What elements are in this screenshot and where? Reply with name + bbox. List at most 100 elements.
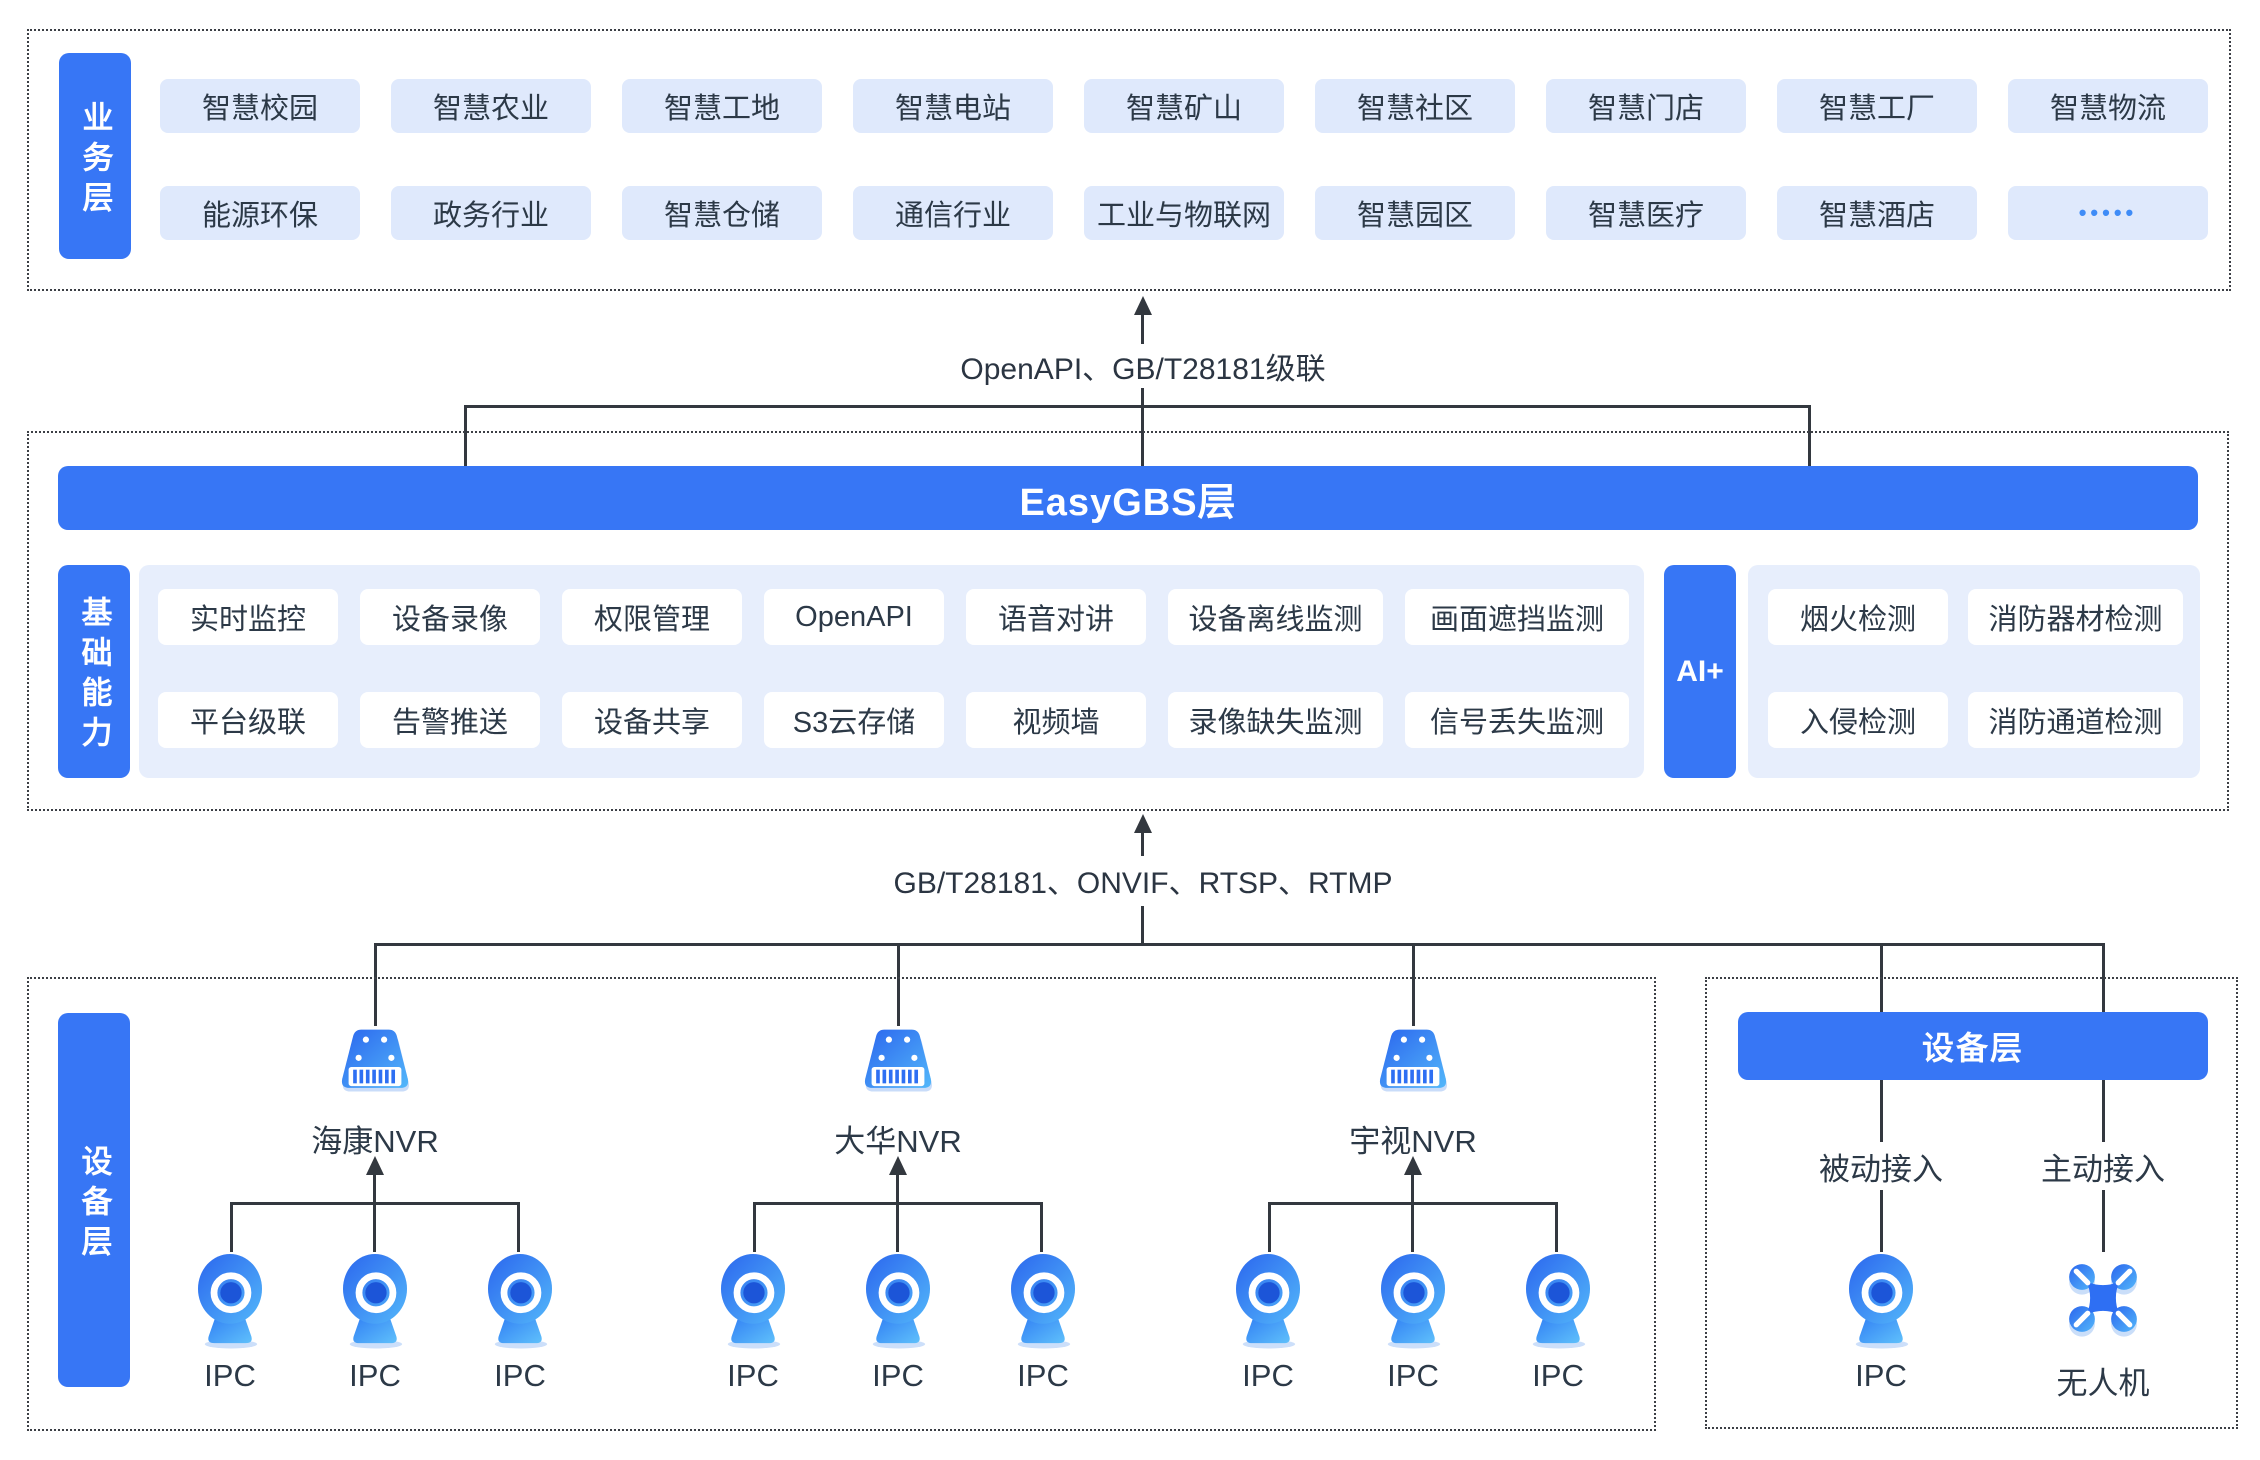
business-item: 智慧工厂 [1777,79,1977,133]
connector-line [1141,832,1144,856]
capability-label-bar: 基础能力 [58,565,130,778]
arrow-to-easygbs-layer [1134,814,1152,833]
ipc-label: IPC [494,1358,546,1393]
connector-line [1141,388,1144,466]
connector-line [896,1174,899,1252]
ai-row: 烟火检测 消防器材检测 [1768,589,2183,645]
device-layer-label: 设备层 [76,1144,112,1265]
access-panel-title: 设备层 [1921,1030,2024,1066]
access-device-label: 无人机 [2056,1366,2150,1401]
access-panel-title-bar: 设备层 [1738,1012,2208,1080]
business-item: 智慧电站 [853,79,1053,133]
connector-line [374,943,377,1026]
arrow-to-nvr [1404,1156,1422,1175]
connector-line [753,1202,756,1252]
connector-line [1880,1190,1883,1252]
connector-line [1555,1202,1558,1252]
ipc-label: IPC [1017,1358,1069,1393]
capability-item: 实时监控 [158,589,338,645]
business-item: 智慧矿山 [1084,79,1284,133]
business-link-label: OpenAPI、GB/T28181级联 [946,344,1340,388]
access-panel-box [1705,977,2238,1429]
capability-row: 平台级联 告警推送 设备共享 S3云存储 视频墙 录像缺失监测 信号丢失监测 [158,692,1629,748]
connector-line [1268,1202,1271,1252]
connector-line [897,943,900,1026]
business-item: 政务行业 [391,186,591,240]
business-item: 能源环保 [160,186,360,240]
business-item: 智慧工地 [622,79,822,133]
business-item: 智慧社区 [1315,79,1515,133]
connector-line [1268,1202,1558,1205]
connector-line [2102,1190,2105,1252]
business-item: 智慧酒店 [1777,186,1977,240]
capability-item: 设备共享 [562,692,742,748]
business-item: 智慧门店 [1546,79,1746,133]
ipc-camera-icon [1844,1252,1918,1349]
connector-line [464,405,467,466]
drone-icon [2061,1256,2145,1340]
connector-line [1412,943,1415,1026]
business-item: 智慧医疗 [1546,186,1746,240]
access-device-label: IPC [1855,1358,1907,1393]
devices-link-label: GB/T28181、ONVIF、RTSP、RTMP [879,858,1407,902]
more-dots: ••••• [2078,200,2138,225]
connector-line [1411,1174,1414,1252]
device-layer-label-bar: 设备层 [58,1013,130,1387]
ipc-camera-icon [1521,1252,1595,1349]
more-items-chip: ••••• [2008,186,2208,240]
easygbs-title-bar: EasyGBS层 [58,466,2198,530]
device-layer-box [27,977,1656,1431]
nvr-icon [1371,1026,1455,1097]
ipc-camera-icon [338,1252,412,1349]
business-layer-label-bar: 业务层 [59,53,131,259]
nvr-name: 海康NVR [311,1124,439,1159]
ipc-camera-icon [716,1252,790,1349]
business-layer-label: 业务层 [77,100,113,221]
nvr-name: 宇视NVR [1349,1124,1477,1159]
ipc-label: IPC [1532,1358,1584,1393]
ai-capability-item: 消防通道检测 [1968,692,2183,748]
business-item: 智慧物流 [2008,79,2208,133]
access-mode-label: 被动接入 [1809,1144,1953,1189]
nvr-icon [333,1026,417,1097]
capability-item: 设备录像 [360,589,540,645]
capability-item: 语音对讲 [966,589,1146,645]
capability-item: 录像缺失监测 [1168,692,1383,748]
capability-item: OpenAPI [764,589,944,645]
easygbs-title: EasyGBS层 [1019,481,1237,524]
capability-item: S3云存储 [764,692,944,748]
capability-item: 信号丢失监测 [1405,692,1629,748]
connector-line [230,1202,520,1205]
ai-capability-item: 入侵检测 [1768,692,1948,748]
ipc-label: IPC [349,1358,401,1393]
ipc-camera-icon [861,1252,935,1349]
nvr-icon [856,1026,940,1097]
connector-line [517,1202,520,1252]
ipc-label: IPC [872,1358,924,1393]
capability-item: 视频墙 [966,692,1146,748]
ipc-camera-icon [1376,1252,1450,1349]
nvr-name: 大华NVR [834,1124,962,1159]
ipc-camera-icon [1231,1252,1305,1349]
arrow-to-nvr [889,1156,907,1175]
capability-item: 告警推送 [360,692,540,748]
connector-line [1141,906,1144,946]
business-layer-box [27,29,2231,291]
connector-line [1040,1202,1043,1252]
capability-item: 画面遮挡监测 [1405,589,1629,645]
connector-line [373,1174,376,1252]
business-chip-grid: 智慧校园 智慧农业 智慧工地 智慧电站 智慧矿山 智慧社区 智慧门店 智慧工厂 … [160,79,2208,240]
ipc-label: IPC [1242,1358,1294,1393]
business-item: 工业与物联网 [1084,186,1284,240]
capability-row: 实时监控 设备录像 权限管理 OpenAPI 语音对讲 设备离线监测 画面遮挡监… [158,589,1629,645]
ipc-label: IPC [727,1358,779,1393]
business-item: 智慧仓储 [622,186,822,240]
capability-label: 基础能力 [76,596,112,756]
connector-line [1141,314,1144,346]
ai-label-bar: AI+ [1664,565,1736,778]
business-item: 智慧校园 [160,79,360,133]
access-mode-label: 主动接入 [2031,1144,2175,1189]
ai-row: 入侵检测 消防通道检测 [1768,692,2183,748]
business-item: 智慧园区 [1315,186,1515,240]
